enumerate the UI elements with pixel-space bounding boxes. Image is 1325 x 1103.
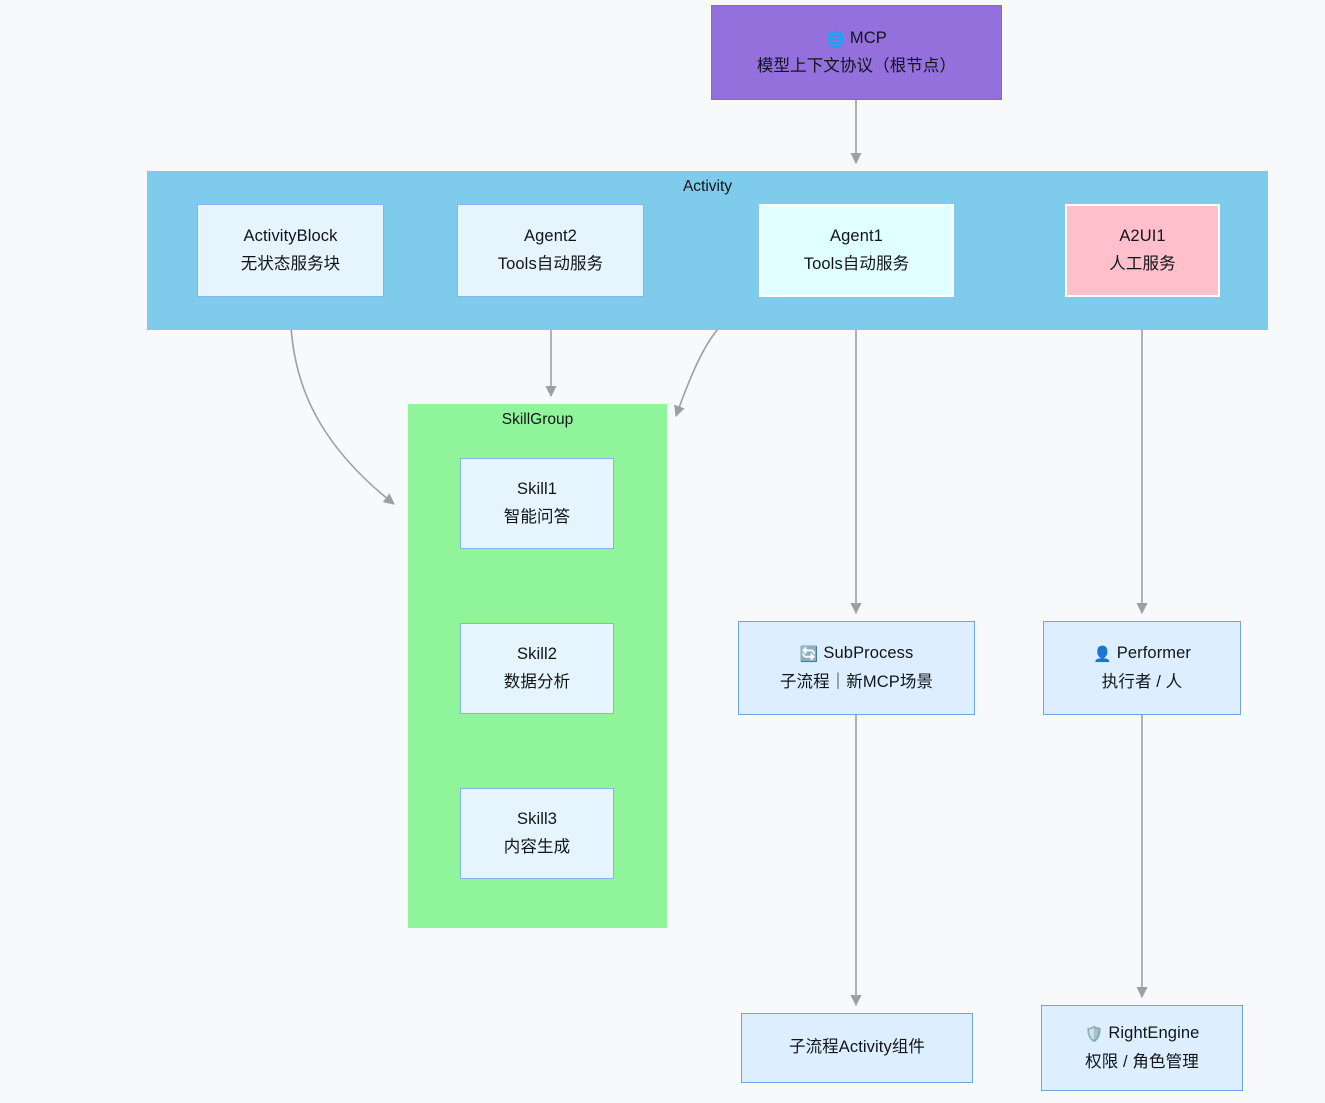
- cycle-icon: 🔄: [799, 645, 819, 664]
- node-mcp-title-line: 🌐MCP: [826, 27, 887, 50]
- node-skill3[interactable]: Skill3 内容生成: [460, 788, 614, 879]
- node-agent1[interactable]: Agent1 Tools自动服务: [759, 204, 954, 297]
- node-rightengine-title: RightEngine: [1108, 1024, 1200, 1043]
- node-skill2-title: Skill2: [516, 644, 558, 663]
- node-agent2-subtitle: Tools自动服务: [497, 255, 604, 273]
- group-activity-label: Activity: [682, 178, 733, 195]
- node-agent2[interactable]: Agent2 Tools自动服务: [457, 204, 644, 297]
- node-skill1-title: Skill1: [516, 479, 558, 498]
- node-subprocess-title: SubProcess: [823, 644, 914, 663]
- node-skill3-subtitle: 内容生成: [503, 838, 571, 856]
- node-agent2-title: Agent2: [524, 226, 577, 245]
- node-performer-title: Performer: [1116, 644, 1192, 663]
- node-skill1[interactable]: Skill1 智能问答: [460, 458, 614, 549]
- node-rightengine[interactable]: 🛡️RightEngine 权限 / 角色管理: [1041, 1005, 1243, 1091]
- person-icon: 👤: [1092, 645, 1112, 664]
- node-performer[interactable]: 👤Performer 执行者 / 人: [1043, 621, 1241, 715]
- node-mcp-subtitle: 模型上下文协议（根节点）: [756, 57, 957, 75]
- group-skillgroup-label: SkillGroup: [501, 411, 574, 428]
- node-agent1-subtitle: Tools自动服务: [803, 255, 910, 273]
- node-a2ui1-subtitle: 人工服务: [1109, 255, 1176, 273]
- shield-icon: 🛡️: [1084, 1025, 1104, 1044]
- node-subactivity-title: 子流程Activity组件: [788, 1038, 926, 1057]
- node-activityblock[interactable]: ActivityBlock 无状态服务块: [197, 204, 384, 297]
- node-activityblock-subtitle: 无状态服务块: [240, 255, 341, 273]
- node-subprocess[interactable]: 🔄SubProcess 子流程｜新MCP场景: [738, 621, 975, 715]
- node-a2ui1-title: A2UI1: [1119, 226, 1166, 245]
- node-subprocess-subtitle: 子流程｜新MCP场景: [779, 672, 934, 691]
- node-activityblock-title: ActivityBlock: [243, 226, 338, 245]
- node-mcp[interactable]: 🌐MCP 模型上下文协议（根节点）: [711, 5, 1002, 100]
- node-skill2[interactable]: Skill2 数据分析: [460, 623, 614, 714]
- node-agent1-title: Agent1: [830, 226, 883, 245]
- node-rightengine-subtitle: 权限 / 角色管理: [1085, 1052, 1199, 1071]
- node-skill2-subtitle: 数据分析: [503, 673, 571, 691]
- node-performer-subtitle: 执行者 / 人: [1101, 672, 1183, 691]
- node-a2ui1[interactable]: A2UI1 人工服务: [1065, 204, 1220, 297]
- node-subprocess-title-line: 🔄SubProcess: [800, 642, 914, 665]
- node-mcp-title: MCP: [849, 28, 887, 47]
- globe-icon: 🌐: [826, 29, 845, 48]
- node-skill1-subtitle: 智能问答: [503, 508, 571, 526]
- node-rightengine-title-line: 🛡️RightEngine: [1085, 1022, 1200, 1045]
- node-subactivity[interactable]: 子流程Activity组件: [741, 1013, 973, 1083]
- node-performer-title-line: 👤Performer: [1093, 642, 1191, 665]
- node-skill3-title: Skill3: [516, 809, 558, 828]
